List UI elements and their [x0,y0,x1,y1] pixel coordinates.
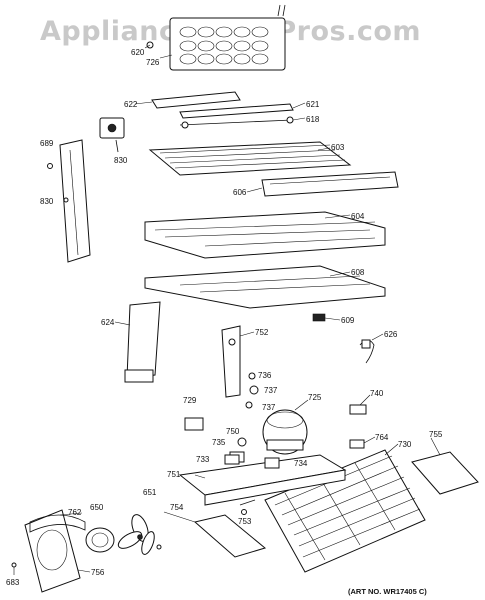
divider-604 [144,211,386,259]
callout-620: 620 [131,48,145,57]
callout-606: 606 [233,188,247,197]
fan-motor-650 [85,527,115,553]
callout-737-bottom: 737 [262,403,276,412]
pan-608 [144,265,386,309]
bracket-762 [29,514,86,533]
callout-830-side: 830 [40,197,54,206]
callout-604: 604 [351,212,365,221]
screw-689 [47,163,53,169]
evaporator-coil [169,4,286,71]
part-737a [249,385,259,395]
fan-blade-651 [117,514,155,555]
callout-752: 752 [255,328,269,337]
callout-729: 729 [183,396,197,405]
part-735 [237,437,247,447]
callout-609: 609 [341,316,355,325]
callout-labels: 620 726 622 621 618 689 830 603 606 830 … [6,48,443,587]
callout-608: 608 [351,268,365,277]
callout-735: 735 [212,438,226,447]
screw-683 [11,562,17,568]
art-number: (ART NO. WR17405 C) [348,587,427,596]
callout-754: 754 [170,503,184,512]
callout-751: 751 [167,470,181,479]
callout-621: 621 [306,100,320,109]
clip-651 [156,544,162,550]
callout-651: 651 [143,488,157,497]
bracket-752 [221,325,241,398]
shelf-603 [148,141,352,176]
rail-621 [179,103,294,119]
compressor-725 [262,409,308,455]
callout-626: 626 [384,330,398,339]
callout-733: 733 [196,455,210,464]
part-753 [239,499,256,506]
callout-725: 725 [308,393,322,402]
side-channel-830 [59,139,91,263]
callout-830-top: 830 [114,156,128,165]
drain-trough-622 [151,91,241,109]
part-740 [349,404,367,415]
callout-624: 624 [101,318,115,327]
callout-730: 730 [398,440,412,449]
callout-764: 764 [375,433,389,442]
callout-753: 753 [238,517,252,526]
callout-603: 603 [331,143,345,152]
callout-737-top: 737 [264,386,278,395]
callout-756: 756 [91,568,105,577]
part-729 [184,417,204,431]
callout-740: 740 [370,389,384,398]
cover-606 [261,171,399,197]
part-734 [264,457,280,469]
thermostat-control-830 [99,117,125,153]
pad-754 [193,514,267,558]
part-609 [312,313,326,322]
callout-618: 618 [306,115,320,124]
callout-762: 762 [68,508,82,517]
part-733 [224,454,240,465]
part-764 [349,439,365,449]
callout-736: 736 [258,371,272,380]
callout-683: 683 [6,578,20,587]
callout-734: 734 [294,459,308,468]
callout-726: 726 [146,58,160,67]
callout-689: 689 [40,139,54,148]
relay-626 [359,339,375,364]
part-737b [245,401,253,409]
callout-622: 622 [124,100,138,109]
callout-755: 755 [429,430,443,439]
pad-755 [411,451,479,495]
callout-750: 750 [226,427,240,436]
part-736 [248,372,256,380]
leader-lines [13,44,441,575]
fan-shroud-756 [24,509,81,593]
air-duct-624 [124,301,161,383]
callout-650: 650 [90,503,104,512]
rod-618 [179,119,293,126]
